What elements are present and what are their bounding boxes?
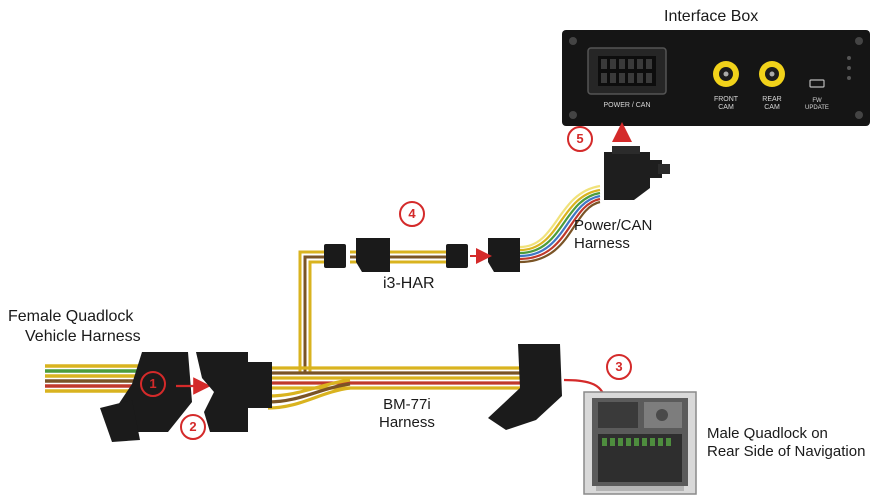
female-quadlock-line2: Vehicle Harness [25,328,141,345]
step-marker-4: 4 [399,201,425,227]
female-quadlock-line1: Female Quadlock [8,308,134,325]
power-can-wires [519,184,601,264]
power-can-harness-line2: Harness [574,235,630,252]
rca-jack-icon [713,61,739,87]
bm77i-wires [267,366,520,410]
power-can-port-label: POWER / CAN [603,102,651,109]
rear-cam-line2: CAM [764,104,780,111]
bm77i-line2: Harness [379,414,435,431]
i3-har-wires [298,250,450,372]
rear-cam-line1: REAR [762,96,782,103]
bm77i-connector-left [196,352,272,432]
male-quadlock-line1: Male Quadlock on [707,425,828,442]
rca-jack-icon [759,61,785,87]
bm77i-connector-right [488,344,562,430]
power-can-connector [604,146,670,200]
front-cam-line2: CAM [718,104,734,111]
step-marker-5: 5 [567,126,593,152]
i3-har-label: i3-HAR [383,275,435,292]
male-quadlock-label: Male Quadlock on Rear Side of Navigation [707,425,865,461]
step-marker-1: 1 [140,371,166,397]
step-marker-3: 3 [606,354,632,380]
bm77i-line1: BM-77i [383,396,431,413]
front-cam-line1: FRONT [713,96,739,103]
interface-box [562,30,870,126]
fw-update-line2: UPDATE [805,105,829,111]
fw-update-line1: FW [812,98,822,104]
fw-update-port-label: FW UPDATE [802,98,832,112]
front-cam-port-label: FRONT CAM [706,96,746,112]
usb-port-icon [809,79,825,88]
navigation-unit-rear [583,391,697,495]
rear-cam-port-label: REAR CAM [752,96,792,112]
step-marker-2: 2 [180,414,206,440]
power-can-harness-line1: Power/CAN [574,217,653,234]
interface-box-label: Interface Box [664,8,759,25]
bm77i-harness-label: BM-77i Harness [379,396,435,432]
female-quadlock-label: Female Quadlock Vehicle Harness [8,307,141,347]
i3-har-connectors [324,238,520,272]
power-can-harness-label: Power/CAN Harness [574,217,652,253]
male-quadlock-line2: Rear Side of Navigation [707,443,866,460]
